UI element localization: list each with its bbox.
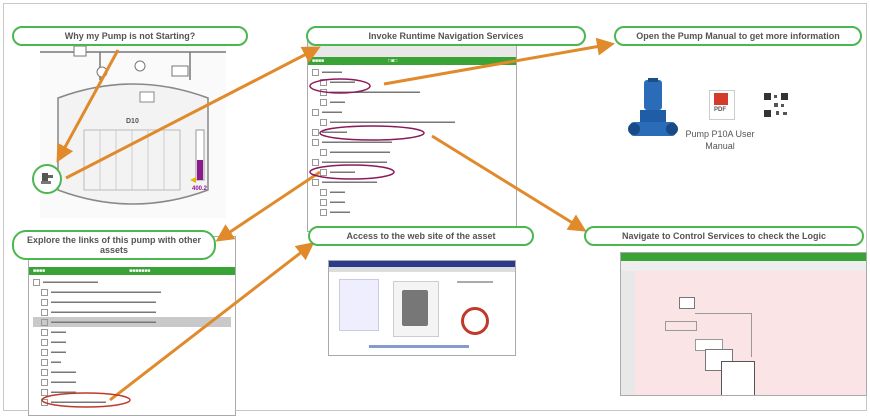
arrow-links-to-website	[109, 242, 315, 402]
level-value: 400.2	[192, 186, 208, 192]
navigation-tree[interactable]: ▬▬▬▬ ▬▬▬▬▬ ▬▬▬▬▬▬▬▬▬▬▬▬▬▬▬▬▬▬ ▬▬▬ ▬▬▬▬ ▬…	[308, 65, 516, 219]
highlight-oval-2	[319, 125, 425, 141]
asset-website-screenshot[interactable]	[328, 260, 516, 356]
arrow-to-control	[431, 134, 587, 232]
asset-links-tree[interactable]: ▬▬▬▬▬▬▬▬▬▬▬ ▬▬▬▬▬▬▬▬▬▬▬▬▬▬▬▬▬▬▬▬▬▬ ▬▬▬▬▬…	[29, 275, 235, 409]
arrow-to-manual	[383, 37, 615, 86]
callout-runtime-navigation: Invoke Runtime Navigation Services	[306, 26, 586, 46]
pump-symbol-icon	[41, 173, 53, 184]
arrow-callout-to-pump	[56, 49, 120, 163]
control-logic-panel	[620, 252, 867, 396]
callout-control-services: Navigate to Control Services to check th…	[584, 226, 864, 246]
callout-pump-not-starting: Why my Pump is not Starting?	[12, 26, 248, 46]
tank-label: D10	[126, 118, 139, 125]
callout-web-site: Access to the web site of the asset	[308, 226, 534, 246]
highlight-oval-links	[41, 392, 131, 408]
arrow-pump-to-navigation	[65, 46, 321, 180]
pdf-tag: PDF	[714, 107, 726, 113]
highlight-oval-1	[309, 78, 371, 94]
pdf-icon[interactable]: PDF	[709, 90, 735, 120]
pump-photo	[628, 78, 678, 136]
arrow-to-links	[215, 170, 321, 242]
figure-frame	[3, 3, 867, 411]
highlight-oval-3	[309, 164, 395, 180]
links-nav-bar: ■■■■■■■■■■■	[29, 267, 235, 275]
qr-code-icon[interactable]	[763, 92, 789, 118]
pump-icon[interactable]	[32, 164, 62, 194]
manual-label[interactable]: Pump P10A User Manual	[685, 129, 755, 151]
asset-links-panel: ■■■■■■■■■■■ ▬▬▬▬▬▬▬▬▬▬▬ ▬▬▬▬▬▬▬▬▬▬▬▬▬▬▬▬…	[28, 236, 236, 416]
callout-pump-manual: Open the Pump Manual to get more informa…	[614, 26, 862, 46]
callout-explore-links: Explore the links of this pump with othe…	[12, 230, 216, 260]
runtime-navigation-panel: ■■■■□■□ ▬▬▬▬ ▬▬▬▬▬ ▬▬▬▬▬▬▬▬▬▬▬▬▬▬▬▬▬▬ ▬▬…	[307, 38, 517, 232]
